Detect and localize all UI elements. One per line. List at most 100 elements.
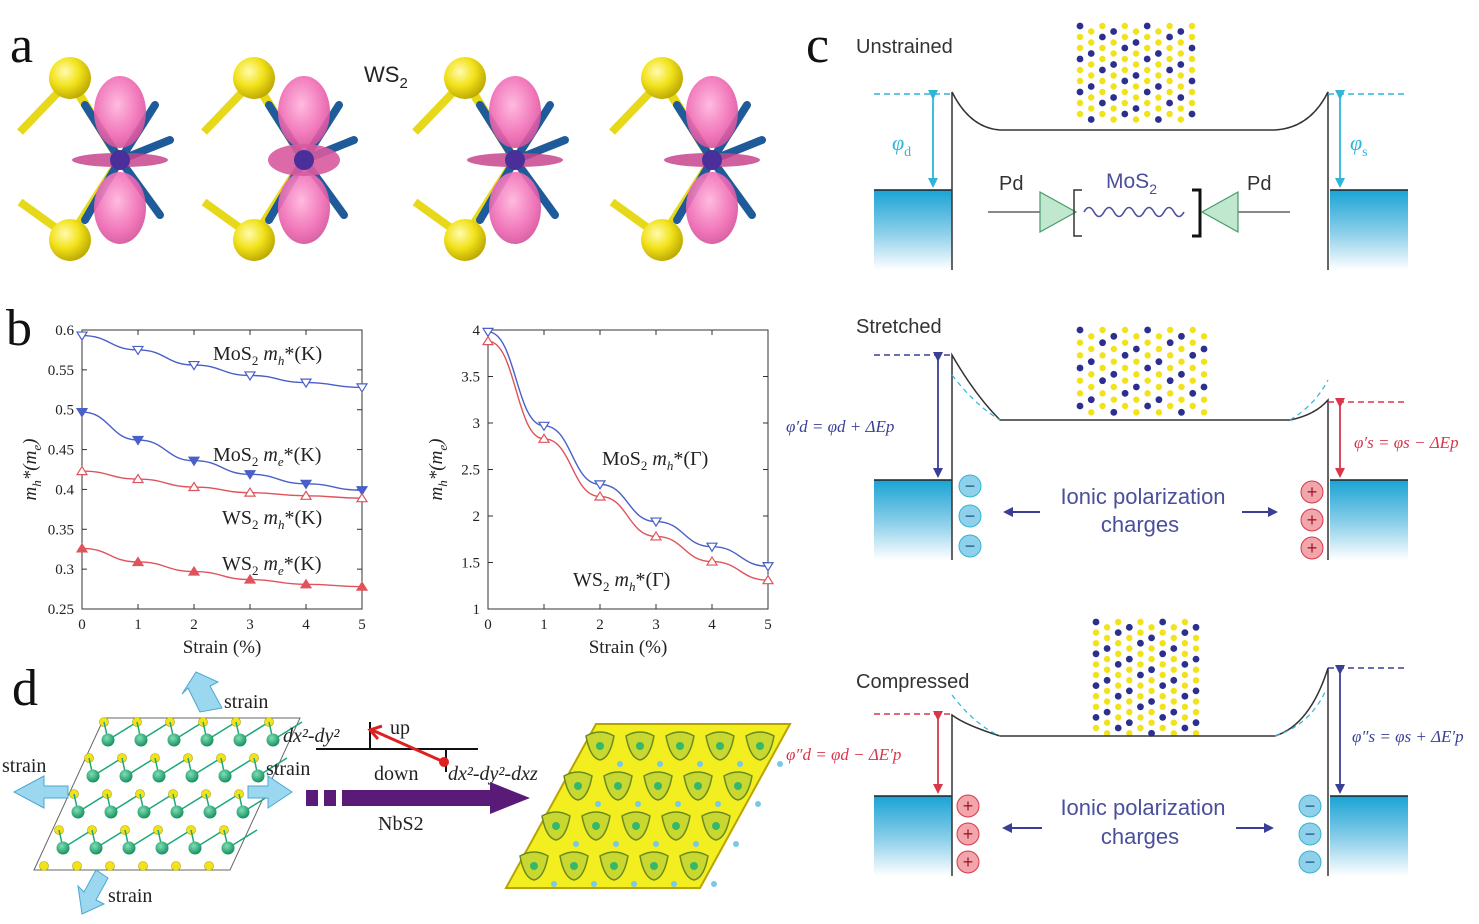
data-point	[75, 408, 89, 418]
sulfur-dot	[1115, 650, 1122, 657]
metal-dot	[266, 733, 280, 747]
sulfur-dot	[1115, 703, 1122, 710]
strain-label-bottom: strain	[108, 885, 152, 907]
metal-dot	[1166, 339, 1174, 347]
sulfur-dot	[1121, 55, 1129, 63]
sulfur-dot	[1144, 77, 1151, 85]
y-tick-label: 1	[473, 602, 481, 618]
sulfur-dot	[1144, 110, 1151, 118]
sulfur-dot	[1088, 28, 1095, 35]
sulfur-dot	[1121, 377, 1129, 384]
metal-dot	[1144, 402, 1152, 410]
data-point	[355, 486, 369, 496]
sulfur-dot	[1181, 671, 1189, 679]
data-point	[243, 371, 257, 382]
sulfur-dot	[1088, 383, 1095, 391]
sulfur-dot	[1092, 629, 1100, 636]
transition-arrow-icon	[342, 782, 530, 814]
sulfur-dot	[1148, 624, 1155, 631]
sulfur-dot	[1099, 364, 1106, 372]
sulfur-dot	[1170, 687, 1177, 695]
metal-dot	[1103, 676, 1111, 684]
sulfur-dot	[1076, 339, 1084, 346]
label-compressed: Compressed	[856, 671, 969, 693]
orbital-structure	[17, 57, 174, 261]
metal-dot	[1166, 99, 1173, 107]
label-pd-right: Pd	[1247, 173, 1271, 195]
y-tick-label: 2	[473, 509, 481, 525]
y-tick-label: 1.5	[461, 556, 480, 572]
sulfur-atom	[233, 219, 275, 261]
series-label-mos2-mh-gamma: MoS2 mh*(Γ)	[602, 448, 708, 473]
y-tick-label: 0.55	[48, 363, 74, 379]
metal-dot	[552, 822, 560, 830]
sulfur-dot	[1115, 682, 1122, 689]
y-tick-label: 0.4	[55, 482, 74, 498]
diode-left-icon	[1039, 190, 1078, 234]
orbital-lobe-bottom	[489, 172, 541, 244]
metal-dot	[1076, 55, 1084, 63]
sulfur-dot	[697, 761, 703, 767]
sulfur-dot	[204, 861, 214, 871]
sulfur-dot	[1155, 371, 1163, 378]
metal-dot	[1121, 110, 1129, 118]
data-point	[593, 480, 607, 491]
sulfur-dot	[1110, 396, 1118, 403]
label-stretched: Stretched	[856, 316, 942, 338]
x-tick-label: 3	[246, 617, 254, 633]
sulfur-atom	[49, 219, 91, 261]
y-tick-label: 2.5	[461, 463, 480, 479]
metal-block-right-3	[1330, 796, 1408, 876]
sulfur-dot	[671, 881, 677, 887]
sulfur-dot	[72, 861, 82, 871]
metal-dot	[1192, 719, 1200, 727]
sulfur-dot	[1178, 383, 1185, 391]
orbital-structure	[609, 57, 766, 261]
sulfur-dot	[1200, 371, 1208, 378]
sulfur-atom	[444, 57, 486, 99]
metal-dot	[1121, 77, 1129, 85]
sulfur-dot	[573, 841, 579, 847]
metal-dot	[530, 862, 538, 870]
sulfur-dot	[1177, 39, 1185, 46]
sulfur-dot	[1200, 333, 1208, 340]
sulfur-dot	[1188, 33, 1196, 41]
x-tick-label: 1	[134, 617, 142, 633]
sulfur-dot	[1166, 326, 1174, 334]
metal-dot	[574, 782, 582, 790]
sulfur-dot	[613, 841, 619, 847]
band-unstrained	[951, 91, 1329, 270]
sulfur-dot	[1155, 409, 1163, 416]
charges-stretched-right: + + +	[1300, 480, 1324, 560]
sulfur-dot	[1121, 88, 1129, 96]
sulfur-dot	[1144, 99, 1151, 107]
metal-dot	[200, 733, 214, 747]
label-stretched-phi-d: φ′d = φd + ΔEp	[786, 417, 894, 436]
svg-text:−: −	[1305, 824, 1316, 844]
sulfur-dot	[1155, 39, 1162, 46]
metal-dot	[1189, 389, 1197, 397]
sulfur-dot	[1076, 77, 1084, 85]
sulfur-dot	[693, 841, 699, 847]
series-line	[81, 470, 363, 499]
sulfur-dot	[1099, 110, 1106, 118]
sulfur-dot	[1148, 655, 1155, 663]
series-label-ws2-me-k: WS2 me*(K)	[222, 553, 322, 578]
sulfur-dot	[1115, 714, 1122, 721]
sulfur-dot	[1159, 640, 1166, 647]
sulfur-dot	[1121, 33, 1129, 41]
sulfur-dot	[711, 881, 717, 887]
metal-dot	[203, 805, 217, 819]
strain-arrow-top-icon	[181, 671, 223, 713]
sulfur-dot	[1110, 72, 1117, 79]
sulfur-dot	[1121, 66, 1129, 74]
sulfur-dot	[1076, 99, 1084, 107]
metal-dot	[1148, 634, 1155, 642]
metal-dot	[1192, 687, 1200, 695]
lattice-compressed	[1092, 618, 1200, 737]
metal-block-left-2	[874, 480, 952, 560]
metal-dot	[1087, 116, 1095, 123]
sulfur-dot	[1144, 44, 1151, 52]
metal-dot	[676, 742, 684, 750]
metal-dot	[1099, 33, 1106, 41]
